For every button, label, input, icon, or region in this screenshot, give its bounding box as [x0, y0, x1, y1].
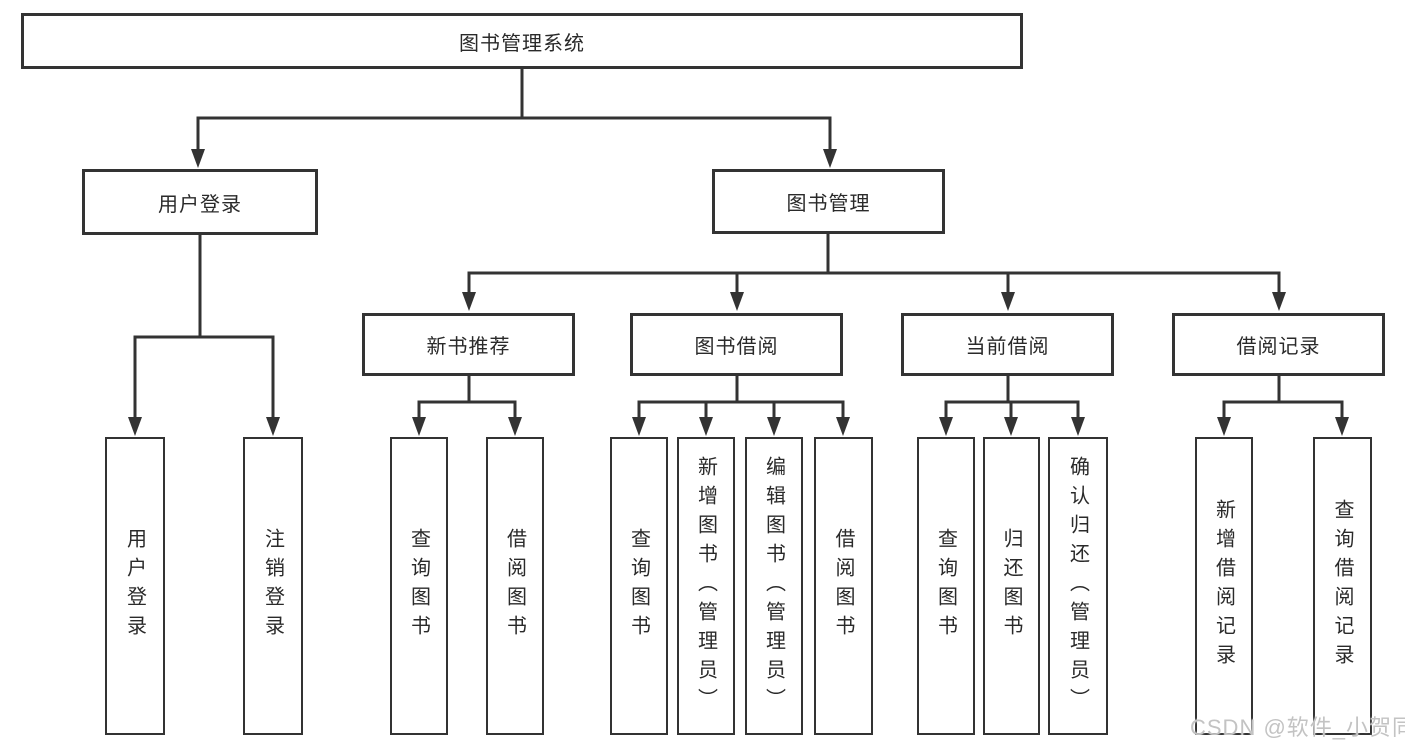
- leaf-bb-query-label: 查询图书: [627, 528, 650, 644]
- leaf-cb-query-label: 查询图书: [934, 528, 957, 644]
- node-leaf-bb-query-books: 查询图书: [610, 437, 668, 735]
- leaf-bb-add-label: 新增图书（管理员）: [694, 455, 717, 717]
- node-leaf-cb-query-books: 查询图书: [917, 437, 975, 735]
- node-root: 图书管理系统: [21, 13, 1023, 69]
- node-leaf-br-query-record: 查询借阅记录: [1313, 437, 1372, 735]
- node-leaf-cb-confirm-return-admin: 确认归还（管理员）: [1048, 437, 1108, 735]
- edge-currentborrow-to-leaves: [944, 376, 1080, 420]
- node-current-borrow: 当前借阅: [901, 313, 1114, 376]
- edge-userlogin-to-leaves: [133, 235, 275, 420]
- node-new-book-rec-label: 新书推荐: [426, 336, 511, 358]
- node-new-book-rec: 新书推荐: [362, 313, 575, 376]
- leaf-bb-borrow-label: 借阅图书: [832, 528, 854, 644]
- leaf-nbr-borrow-label: 借阅图书: [503, 528, 526, 644]
- node-borrow-record: 借阅记录: [1172, 313, 1385, 376]
- edge-root-to-level2: [196, 69, 832, 152]
- leaf-logout-label: 注销登录: [261, 528, 284, 644]
- node-book-borrow-label: 图书借阅: [694, 336, 779, 358]
- edge-bookmgmt-to-level3: [467, 234, 1281, 295]
- edge-bookborrow-to-leaves: [637, 376, 845, 420]
- node-leaf-logout: 注销登录: [243, 437, 303, 735]
- node-leaf-bb-borrow-books: 借阅图书: [814, 437, 873, 735]
- node-leaf-bb-add-books-admin: 新增图书（管理员）: [677, 437, 735, 735]
- leaf-cb-confirm-label: 确认归还（管理员）: [1066, 455, 1089, 717]
- edge-newbookrec-to-leaves: [417, 376, 517, 420]
- node-current-borrow-label: 当前借阅: [965, 336, 1050, 358]
- node-leaf-cb-return-books: 归还图书: [983, 437, 1040, 735]
- node-user-login-label: 用户登录: [158, 193, 242, 216]
- csdn-watermark: CSDN @软件_小贺同学: [1190, 715, 1405, 740]
- leaf-br-add-label: 新增借阅记录: [1212, 499, 1235, 673]
- node-leaf-nbr-borrow-books: 借阅图书: [486, 437, 544, 735]
- node-leaf-br-add-record: 新增借阅记录: [1195, 437, 1253, 735]
- node-leaf-bb-edit-books-admin: 编辑图书（管理员）: [745, 437, 803, 735]
- node-leaf-user-login: 用户登录: [105, 437, 165, 735]
- leaf-br-query-label: 查询借阅记录: [1331, 499, 1353, 673]
- leaf-nbr-query-label: 查询图书: [407, 528, 430, 644]
- leaf-user-login-label: 用户登录: [123, 528, 146, 644]
- node-root-label: 图书管理系统: [459, 32, 585, 55]
- edge-borrowrecord-to-leaves: [1222, 376, 1344, 420]
- node-book-mgmt-label: 图书管理: [786, 193, 871, 215]
- node-borrow-record-label: 借阅记录: [1236, 336, 1321, 358]
- node-leaf-nbr-query-books: 查询图书: [390, 437, 448, 735]
- node-book-mgmt: 图书管理: [712, 169, 945, 234]
- leaf-cb-return-label: 归还图书: [1000, 528, 1022, 644]
- node-book-borrow: 图书借阅: [630, 313, 843, 376]
- node-user-login: 用户登录: [82, 169, 318, 235]
- leaf-bb-edit-label: 编辑图书（管理员）: [762, 455, 785, 717]
